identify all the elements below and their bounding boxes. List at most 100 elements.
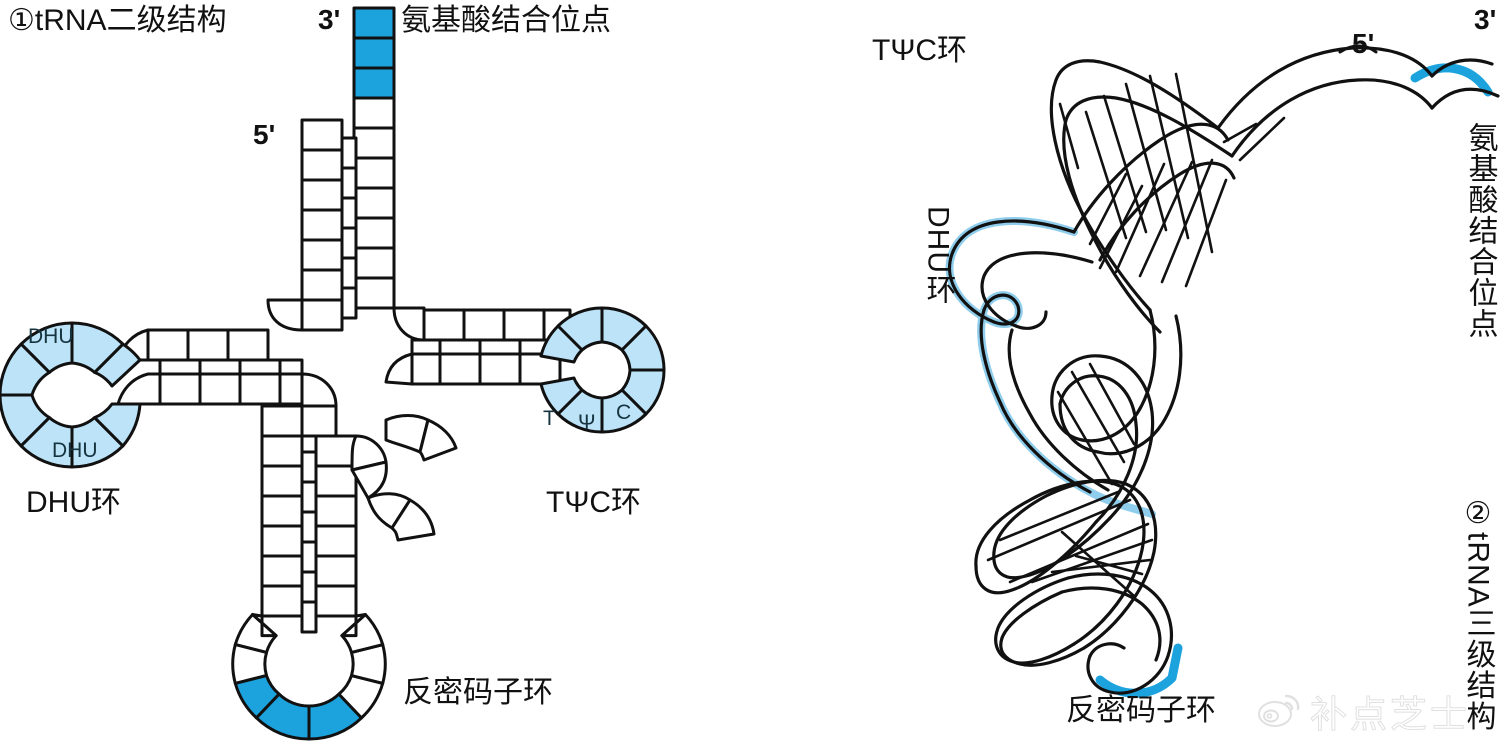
- tpsic-seg-6: [539, 376, 584, 416]
- ac-right-cell-3: [314, 494, 358, 528]
- tertiary-dhu-loop-latin: DHU: [921, 206, 955, 274]
- acceptor-cell-3p-1: [352, 156, 396, 190]
- dhu-seg-8: [70, 321, 125, 374]
- ac-left-cell-1: [260, 434, 304, 468]
- tertiary-acceptor-end-blue: [1410, 63, 1493, 97]
- tpsic-upper-cell-2: [462, 308, 506, 342]
- acceptor-cell-3p-5: [352, 276, 396, 310]
- dhu-upper-cell-3: [146, 328, 190, 362]
- dhu-rung-3: [238, 358, 282, 376]
- tertiary-anticodon-loop-label: 反密码子环: [1066, 694, 1216, 727]
- tpsic-corner-upper: [392, 306, 426, 342]
- tpsic-arm-upper-strand: [392, 306, 572, 342]
- tpsic-lower-cell-0: [410, 352, 442, 386]
- acceptor-stem-5prime-strand: [300, 118, 344, 302]
- junction-region-3d: [1050, 308, 1183, 524]
- dhu-upper-cell-2: [186, 328, 230, 362]
- ac-rung-1: [300, 450, 318, 484]
- anticodon-helix-3d: [974, 478, 1158, 650]
- tpsic-loop-label: TΨC环: [546, 486, 642, 519]
- anticodon-loop-label: 反密码子环: [403, 676, 553, 709]
- acceptor-rung-4: [340, 226, 358, 260]
- secondary-structure-group: [0, 6, 666, 741]
- tpsic-segment-label-T: T: [543, 407, 556, 430]
- acceptor-cell-blue-3: [352, 66, 396, 100]
- tertiary-backbone-highlight-light: [945, 217, 1156, 518]
- ac-right-cell-2: [314, 464, 358, 498]
- tpsic-seg-8: [539, 324, 584, 364]
- tpsic-segment-label-C: C: [616, 401, 632, 424]
- anticodon-loop-ring: [231, 613, 387, 741]
- secondary-structure-title: ①tRNA二级结构: [8, 4, 227, 37]
- tpsic-arm-lower-strand: [384, 352, 562, 386]
- dhu-segment-label-2: DHU: [52, 439, 98, 462]
- dhu-stem-rungs: [158, 358, 304, 376]
- secondary-acceptor-site-label: 氨基酸结合位点: [401, 4, 611, 37]
- ac-rung-4: [300, 540, 318, 574]
- ac-left-cell-4: [260, 524, 304, 558]
- dhu-segment-label-1: DHU: [28, 325, 74, 348]
- tertiary-tpsic-loop-label: TΨC环: [872, 34, 968, 67]
- acceptor-cell-3p-4: [352, 246, 396, 280]
- acceptor-rung-6: [340, 286, 358, 320]
- dhu-seg-2: [0, 342, 51, 397]
- acceptor-cell-5p-3: [300, 178, 344, 212]
- tpsic-loop-ring: [539, 306, 666, 434]
- variable-cell-6: [418, 418, 458, 462]
- anticodon-stem-rungs: [300, 450, 318, 634]
- acceptor-stem-helix-3d: [1049, 46, 1500, 334]
- tertiary-title-latin: tRNA: [1461, 532, 1495, 608]
- tertiary-structure-title: ②tRNA三级结构: [1461, 496, 1495, 732]
- anticodon-loop-3d: [994, 572, 1173, 695]
- acceptor-stem-3prime-strand: [352, 6, 396, 310]
- acceptor-cell-white-2: [352, 126, 396, 160]
- ac-left-cell-top: [300, 404, 338, 438]
- dhu-lower-cell-1: [158, 372, 202, 406]
- ac-rung-6: [300, 600, 318, 634]
- dhu-lower-corner: [300, 372, 338, 408]
- tpsic-helix-3d: [948, 122, 1236, 494]
- tertiary-3prime-label: 3': [1474, 4, 1497, 35]
- dhu-rung-2: [198, 358, 242, 376]
- dhu-loop-ring: [0, 321, 142, 469]
- tertiary-5prime-tick: [1338, 44, 1378, 54]
- dhu-upper-corner: [266, 298, 304, 332]
- ac-left-cell-0: [260, 404, 304, 438]
- ac-left-cell-5: [260, 554, 304, 588]
- tertiary-acceptor-site-label: 氨基酸结合位点: [1463, 122, 1497, 339]
- watermark-text: 补点芝士: [1310, 694, 1470, 736]
- ac-rung-3: [300, 510, 318, 544]
- tpsic-lower-cell-2: [478, 352, 522, 386]
- dhu-rung-4: [278, 358, 304, 376]
- dhu-rung-1: [158, 358, 202, 376]
- acceptor-cell-white-1: [352, 96, 396, 130]
- ac-right-cell-1: [314, 434, 358, 468]
- secondary-3prime-label: 3': [318, 4, 341, 35]
- dhu-arm-lower-strand: [116, 372, 338, 408]
- dhu-lower-cell-3: [238, 372, 282, 406]
- ac-left-cell-2: [260, 464, 304, 498]
- acceptor-rung-3: [340, 196, 358, 230]
- ac-right-cell-5: [314, 554, 358, 588]
- dhu-loop-label: DHU环: [26, 486, 121, 519]
- acceptor-cell-blue-1: [352, 6, 396, 40]
- tpsic-rung-0: [410, 338, 442, 356]
- variable-loop: [350, 414, 458, 542]
- acceptor-rung-1: [340, 136, 358, 170]
- tertiary-title-suffix: 三级结构: [1461, 607, 1495, 732]
- acceptor-cell-5p-1: [300, 118, 344, 152]
- tpsic-lower-corner: [384, 352, 414, 386]
- tertiary-5prime-label: 5': [1352, 28, 1375, 59]
- anticodon-stem-right-strand: [314, 434, 358, 618]
- tertiary-anticodon-blue: [1095, 643, 1183, 698]
- acceptor-stem-basepair-rungs: [340, 136, 358, 320]
- ac-right-cell-6: [314, 584, 358, 618]
- acceptor-cell-3p-2: [352, 186, 396, 220]
- ac-left-cell-3: [260, 494, 304, 528]
- ac-rung-5: [300, 570, 318, 604]
- tpsic-seg-7: [556, 306, 604, 352]
- acceptor-cell-3p-3: [352, 216, 396, 250]
- dhu-upper-cell-1: [226, 328, 270, 362]
- ac-rung-2: [300, 480, 318, 514]
